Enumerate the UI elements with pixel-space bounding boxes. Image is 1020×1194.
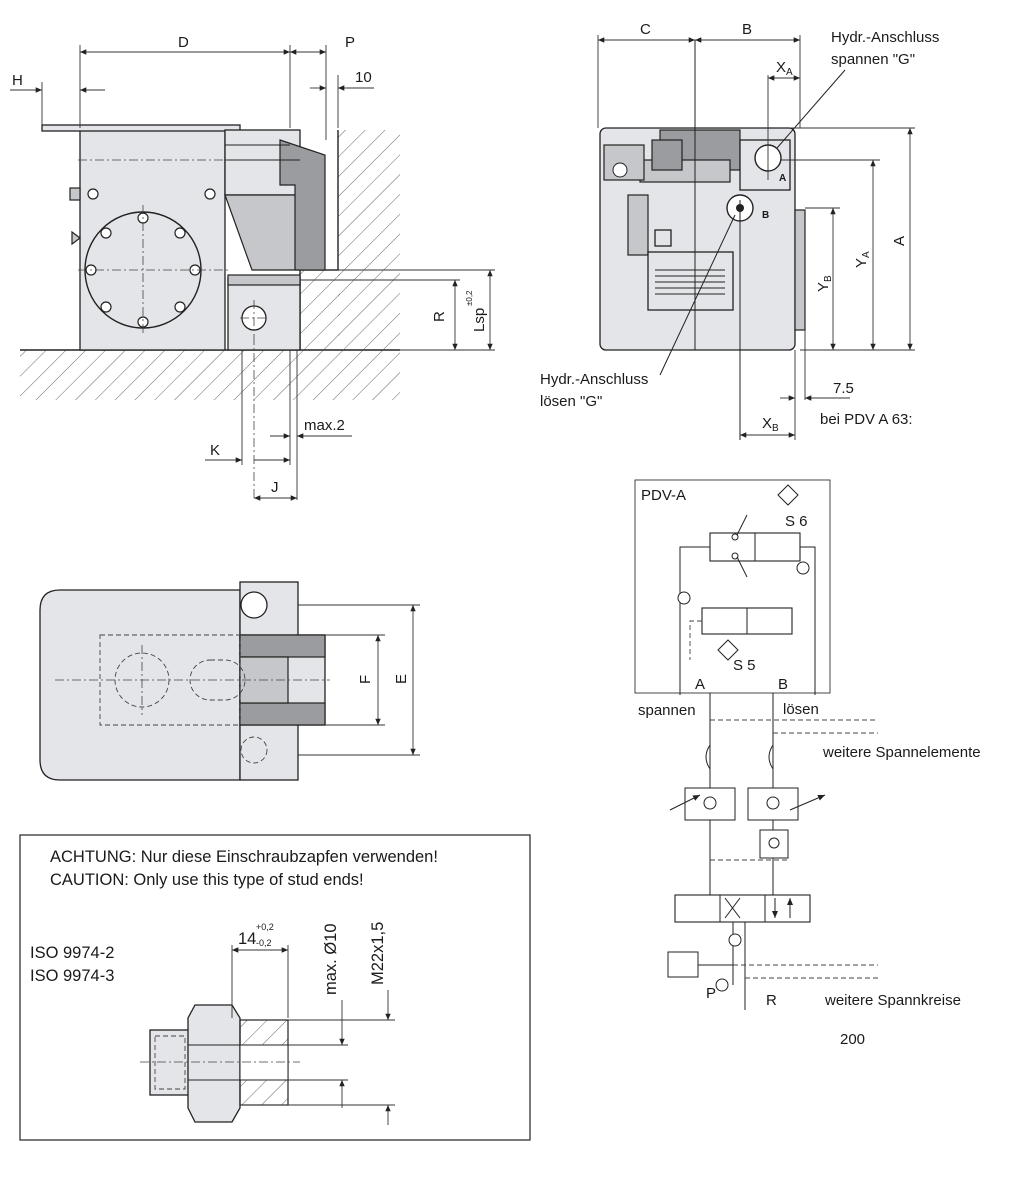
page-number: 200 [840,1031,865,1048]
port-letter-a: A [779,173,786,184]
wall-hatch [338,130,400,350]
dim-c: C [640,21,651,38]
dim-a: A [891,236,908,246]
pdv-a-box [634,479,831,694]
dim-7-5: 7.5 [833,380,854,397]
caution-box: ACHTUNG: Nur diese Einschraubzapfen verw… [19,834,531,1141]
side-view: D P H 10 R Lsp ±0,2 K J max.2 [10,34,495,501]
dim-14: 14 [238,930,256,948]
front-view: A B C B XA XB YB YA A 7.5 bei PDV A [540,21,939,440]
caution-text-de: ACHTUNG: Nur diese Einschraubzapfen verw… [50,848,438,866]
dim-p: P [345,34,355,51]
label-weitere-elemente: weitere Spannelemente [822,744,981,761]
iso-standard-1: ISO 9974-2 [30,944,114,962]
dim-14-tol-up: +0,2 [256,922,274,932]
port-a-label-1: Hydr.-Anschluss [831,29,939,46]
dim-h: H [12,72,23,89]
stud-hex [187,1004,241,1123]
dim-xb: XB [762,415,779,434]
dim-f: F [357,675,374,684]
dim-d: D [178,34,189,51]
label-weitere-kreise: weitere Spannkreise [824,992,961,1009]
hydraulic-schematic: PDV-A S 6 S 5 A B spannen lösen weitere … [634,479,981,1010]
label-loesen: lösen [783,701,819,718]
port-p-label: P [706,985,716,1002]
front-label-plate [647,251,734,311]
dim-xa: XA [776,59,793,78]
port-a-label: A [695,676,705,693]
iso-standard-2: ISO 9974-3 [30,967,114,985]
dim-r: R [431,311,448,322]
switch-s6: S 6 [785,513,808,530]
dim-14-tol-dn: -0,2 [256,938,272,948]
port-b-label: B [778,676,788,693]
dim-k: K [210,442,220,459]
dim-e: E [393,674,410,684]
dim-m22: M22x1,5 [369,922,387,985]
pdv-a-title: PDV-A [641,487,686,504]
dim-lsp: Lsp [471,308,488,332]
label-spannen: spannen [638,702,696,719]
dim-max-d10: max. Ø10 [322,923,340,995]
switch-s5: S 5 [733,657,756,674]
top-body [39,589,241,781]
caution-text-en: CAUTION: Only use this type of stud ends… [50,871,364,889]
dim-lsp-tol: ±0,2 [465,290,474,306]
dim-ya: YA [853,251,872,268]
dim-10: 10 [355,69,372,86]
dim-b: B [742,21,752,38]
top-view: F E [39,581,420,781]
port-b-label-2: lösen "G" [540,393,602,410]
port-r-label: R [766,992,777,1009]
port-a-label-2: spannen "G" [831,51,915,68]
dim-j: J [271,479,279,496]
dim-yb: YB [815,275,834,292]
note-pdv-a63: bei PDV A 63: [820,411,913,428]
port-b-label-1: Hydr.-Anschluss [540,371,648,388]
clamp-jaw [224,194,301,271]
floor-hatch [20,350,400,400]
port-letter-b: B [762,210,769,221]
dim-max2: max.2 [304,417,345,434]
